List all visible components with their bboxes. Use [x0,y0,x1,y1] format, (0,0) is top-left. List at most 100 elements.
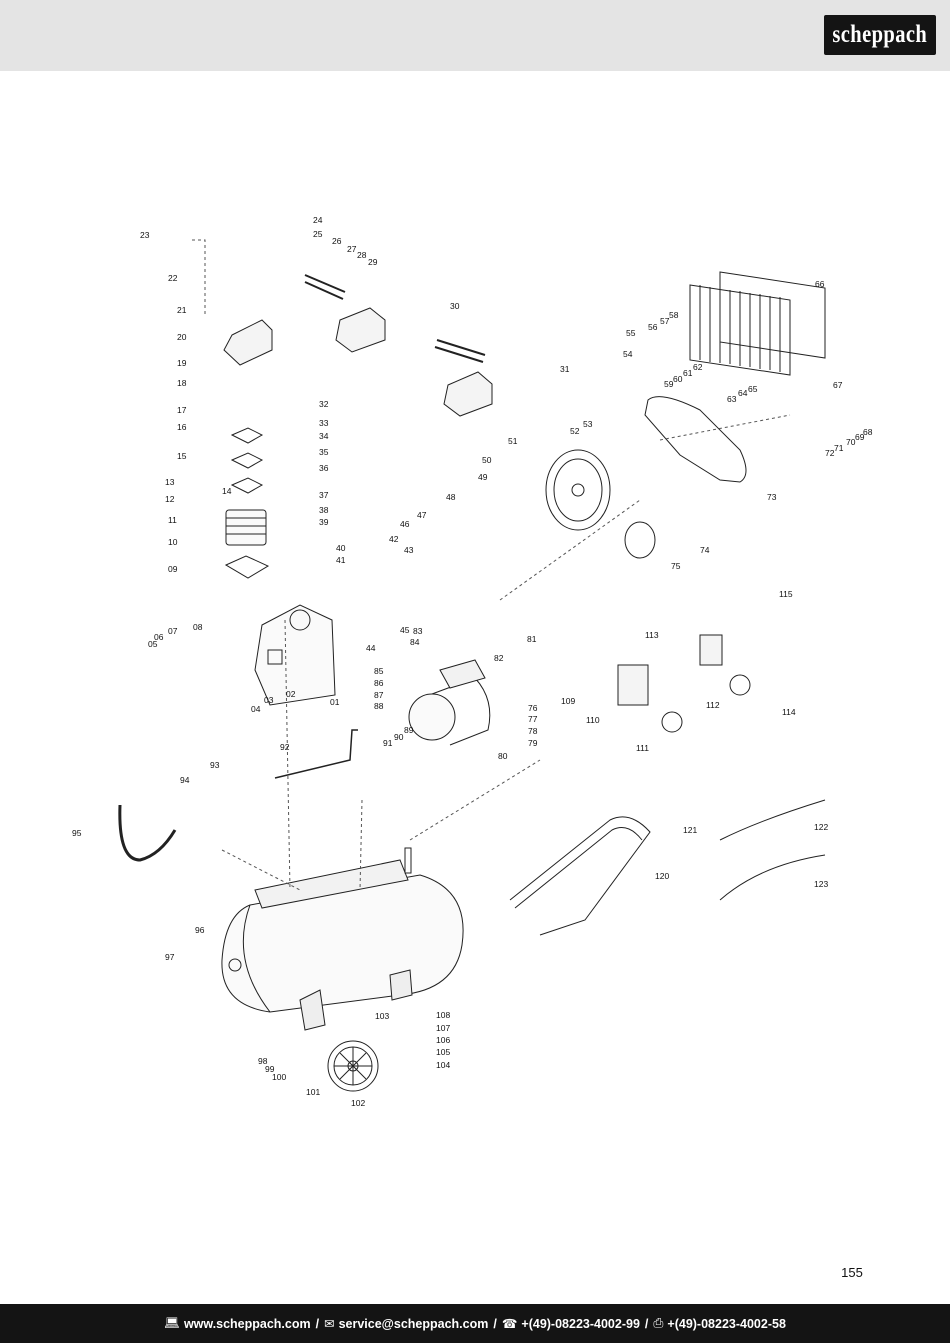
part-callout-44: 44 [366,643,376,653]
part-callout-24: 24 [313,215,323,225]
part-callout-93: 93 [210,760,220,770]
part-callout-13: 13 [165,477,175,487]
part-callout-78: 78 [528,726,538,736]
part-callout-49: 49 [478,472,488,482]
diagram-drawing [118,239,826,1092]
part-callout-33: 33 [319,418,329,428]
part-callout-113: 113 [645,630,659,640]
part-callout-70: 70 [846,437,856,447]
part-callout-103: 103 [375,1011,389,1021]
assembly-lines [192,239,791,891]
part-callout-60: 60 [673,374,683,384]
part-callout-87: 87 [374,690,384,700]
part-callout-88: 88 [374,701,384,711]
part-callout-45: 45 [400,625,410,635]
footer-bar: 💻︎ www.scheppach.com / ✉︎ service@schepp… [0,1304,950,1343]
part-callout-46: 46 [400,519,410,529]
part-callout-16: 16 [177,422,187,432]
gauge-111-drawing [661,711,683,733]
part-callout-53: 53 [583,419,593,429]
crankcase-drawing [254,604,336,706]
part-callout-101: 101 [306,1087,320,1097]
part-callout-07: 07 [168,626,178,636]
part-callout-95: 95 [72,828,82,838]
footer-website[interactable]: www.scheppach.com [183,1316,311,1331]
part-callout-10: 10 [168,537,178,547]
part-callout-17: 17 [177,405,187,415]
hose-95-drawing [118,804,177,862]
part-callout-89: 89 [404,725,414,735]
fax-icon: ⎙︎ [653,1316,664,1330]
part-callout-04: 04 [251,704,261,714]
part-callout-69: 69 [855,432,865,442]
part-callout-74: 74 [700,545,710,555]
part-callout-19: 19 [177,358,187,368]
part-callout-102: 102 [351,1098,365,1108]
part-callout-58: 58 [669,310,679,320]
part-callout-01: 01 [330,697,340,707]
part-callout-115: 115 [779,589,793,599]
part-callout-59: 59 [664,379,674,389]
part-callout-120: 120 [655,871,669,881]
part-callout-99: 99 [265,1064,275,1074]
cylinder-stack-drawing [223,319,273,579]
part-callout-82: 82 [494,653,504,663]
page-number: 155 [841,1265,863,1280]
footer-separator: / [493,1316,497,1331]
footer-separator: / [644,1316,649,1331]
part-callout-111: 111 [636,743,649,753]
part-callout-96: 96 [195,925,205,935]
footer-separator: / [315,1316,320,1331]
part-callout-52: 52 [570,426,580,436]
part-callout-23: 23 [140,230,150,240]
part-callout-62: 62 [693,362,703,372]
footer-email[interactable]: service@scheppach.com [338,1316,489,1331]
motor-drawing [408,659,491,746]
part-callout-110: 110 [586,715,600,725]
part-callout-43: 43 [404,545,414,555]
part-callout-11: 11 [168,515,177,525]
wheel-drawing [327,1040,379,1092]
part-callout-14: 14 [222,486,232,496]
part-callout-122: 122 [814,822,828,832]
part-callout-32: 32 [319,399,329,409]
scheppach-logo: scheppach [824,15,936,55]
part-callout-18: 18 [177,378,187,388]
part-callout-08: 08 [193,622,203,632]
part-callout-54: 54 [623,349,633,359]
part-callout-15: 15 [177,451,187,461]
part-callout-67: 67 [833,380,843,390]
part-callout-94: 94 [180,775,190,785]
part-callout-84: 84 [410,637,420,647]
part-callout-71: 71 [834,443,844,453]
part-callout-121: 121 [683,825,697,835]
part-callout-09: 09 [168,564,178,574]
part-callout-27: 27 [347,244,357,254]
part-callout-66: 66 [815,279,825,289]
part-callout-38: 38 [319,505,329,515]
part-callout-97: 97 [165,952,175,962]
phone-icon: ☎︎ [501,1317,518,1331]
cable-122-drawing [719,799,826,841]
part-callout-63: 63 [727,394,737,404]
envelope-icon: ✉︎ [324,1317,335,1331]
part-callout-03: 03 [264,695,274,705]
pressure-switch-drawing [617,664,649,706]
part-callout-34: 34 [319,431,329,441]
tube-92-drawing [274,729,358,779]
v-belt-drawing [644,396,747,483]
part-callout-57: 57 [660,316,670,326]
part-callout-90: 90 [394,732,404,742]
hose-2-drawing [434,339,486,363]
part-callout-100: 100 [272,1072,286,1082]
part-callout-108: 108 [436,1010,450,1020]
part-callout-06: 06 [154,632,164,642]
part-callout-98: 98 [258,1056,268,1066]
regulator-drawing [699,634,723,666]
part-callout-05: 05 [148,639,158,649]
part-callout-51: 51 [508,436,518,446]
part-callout-25: 25 [313,229,323,239]
cylinder-head-2-drawing [335,307,386,353]
laptop-icon: 💻︎ [164,1316,180,1330]
